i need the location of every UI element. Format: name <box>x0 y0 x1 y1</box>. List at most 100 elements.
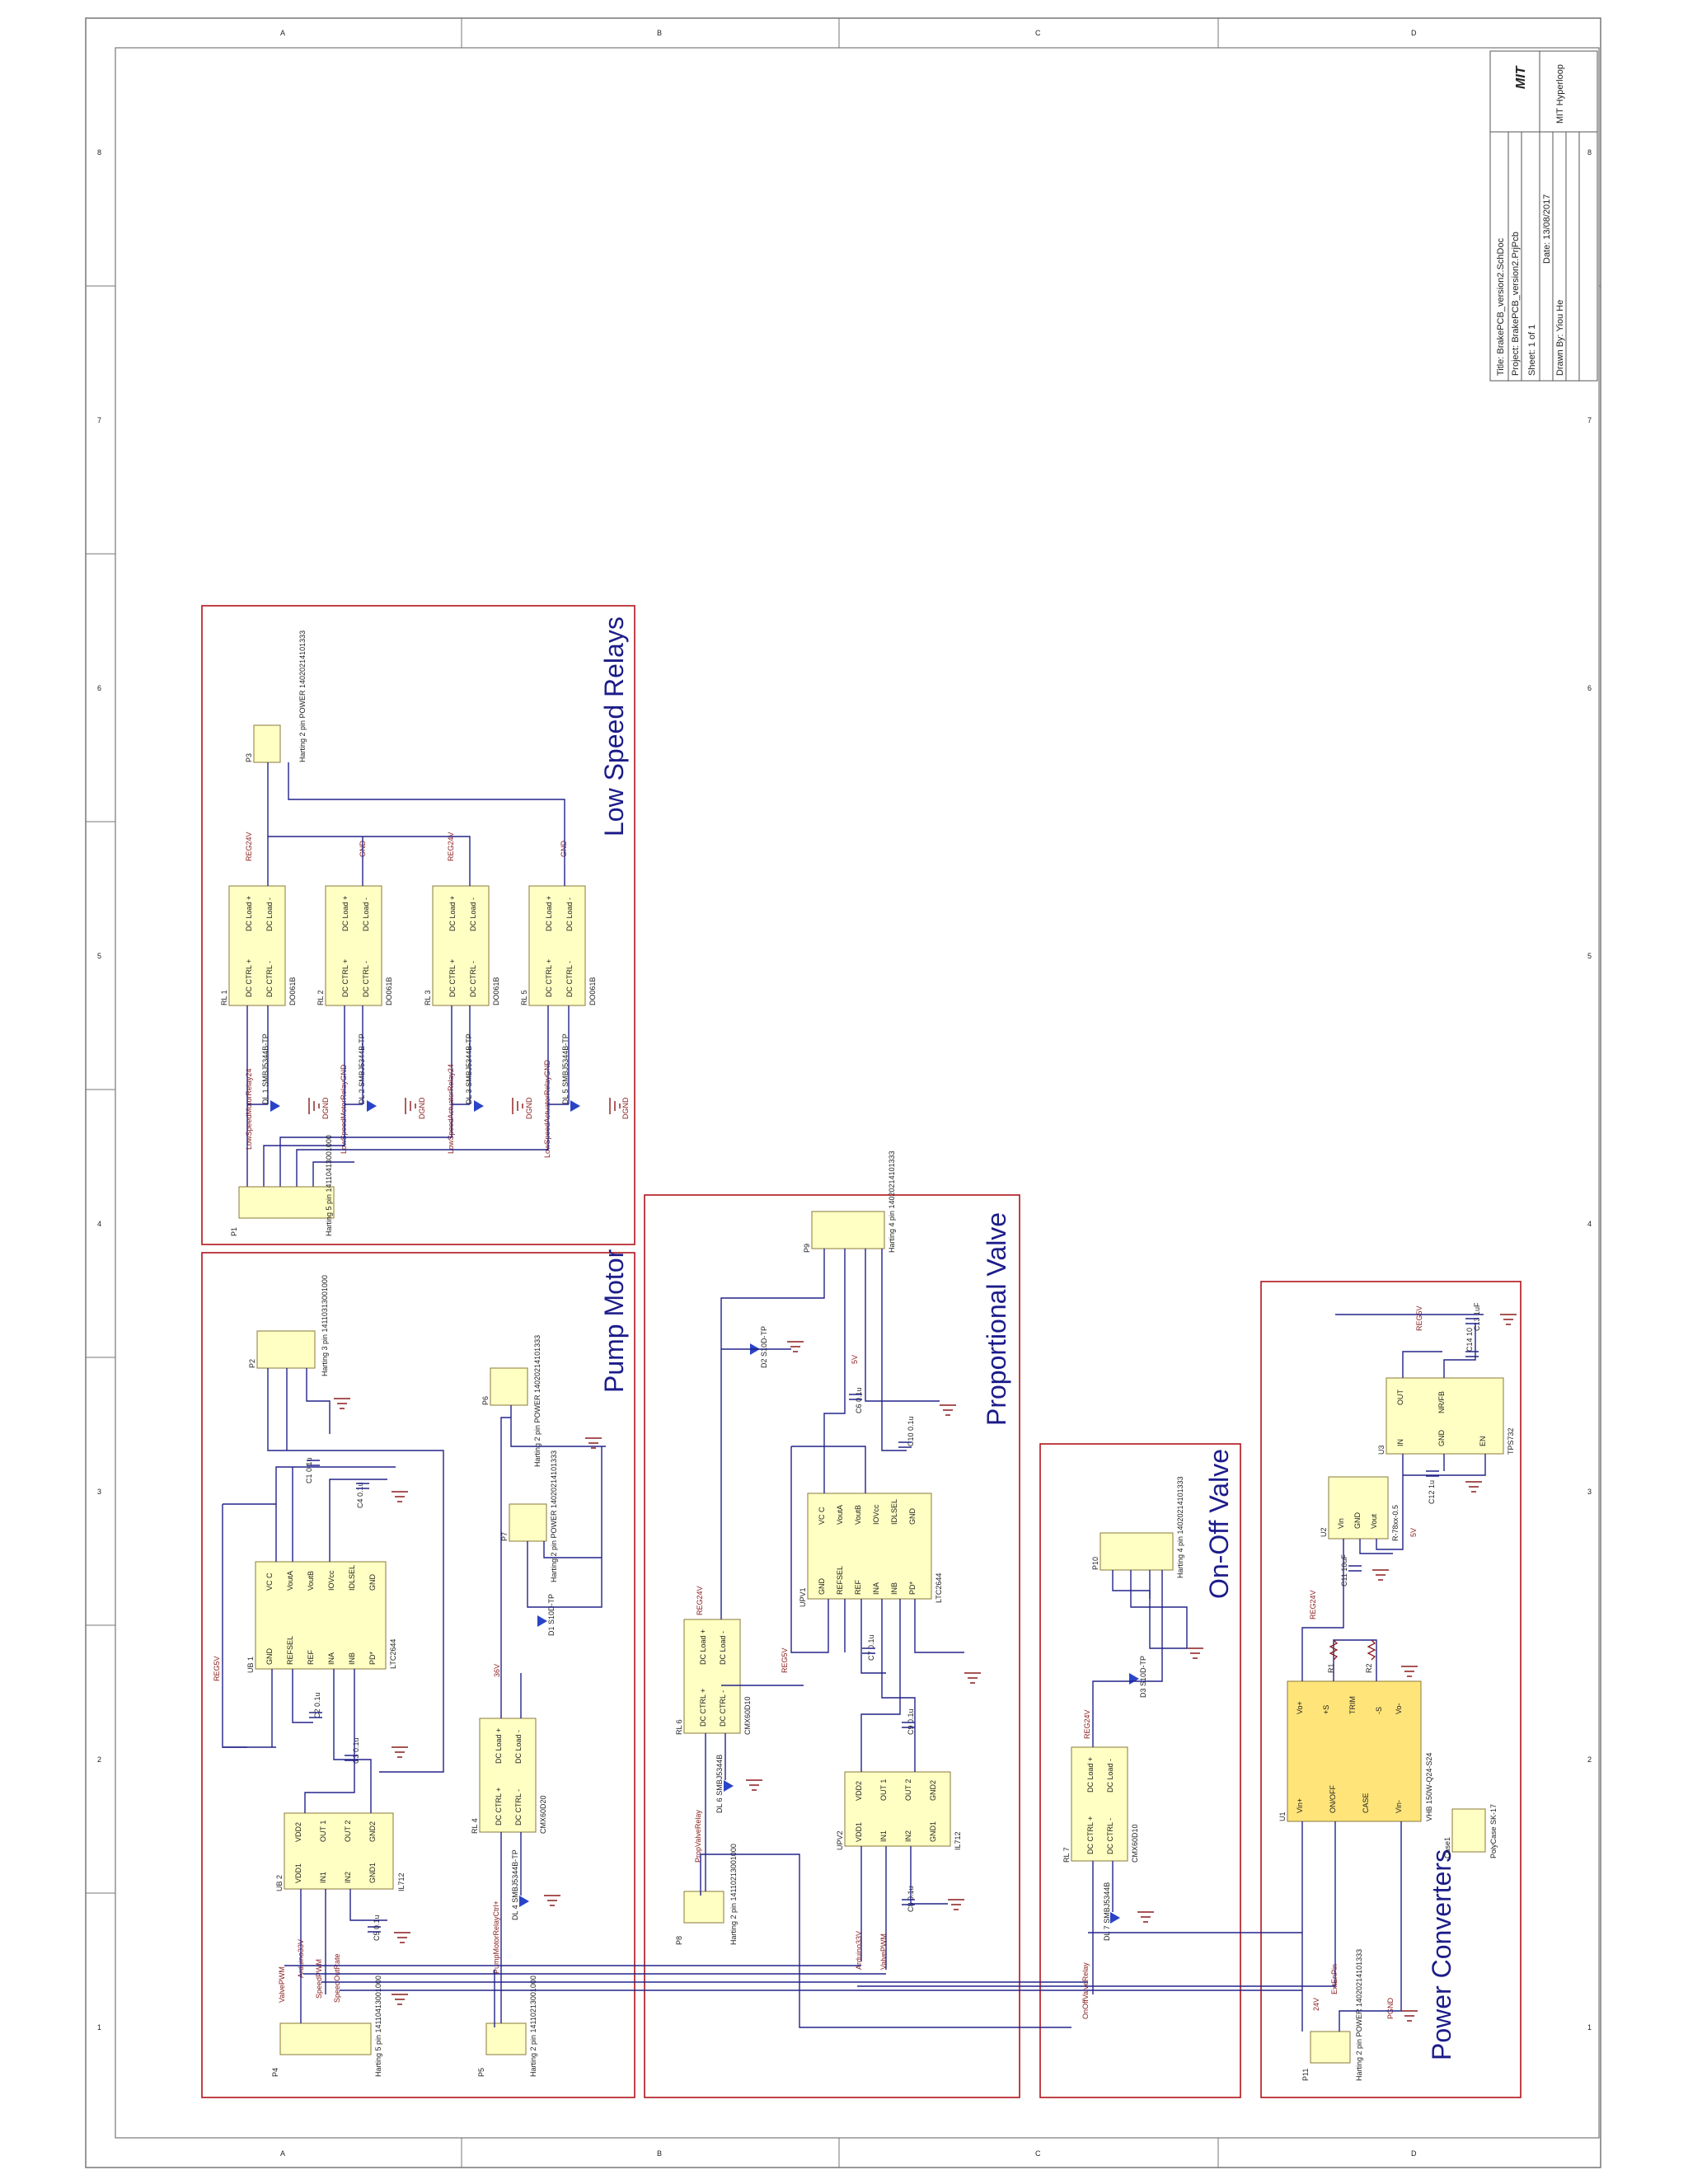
title-block-date: Date: 13/08/2017 <box>1542 194 1552 264</box>
ub2-pin-r1: OUT 1 <box>319 1821 327 1842</box>
rl3-pin-in2: DC CTRL - <box>469 961 477 997</box>
power-resistors <box>1329 1639 1376 1661</box>
ub2-part: IL712 <box>397 1872 406 1891</box>
prop-grounds <box>746 1341 981 1910</box>
c12-label: C12 1u <box>1428 1480 1436 1504</box>
d1-ref: D1 S10D-TP <box>547 1594 556 1636</box>
rl3-pin-in1: DC CTRL + <box>448 959 457 997</box>
c5-label: C5 0.1u <box>373 1915 381 1941</box>
relay-rl5: RL 5 DO061B DC CTRL + DC CTRL - DC Load … <box>520 841 597 1159</box>
ub1-pin-r4: IDLSEL <box>348 1565 356 1591</box>
power-net-extenpin: ExtEnPin <box>1330 1964 1339 1994</box>
power-grounds <box>1372 1314 1517 2022</box>
ub1-pin-l5: PD* <box>368 1651 377 1665</box>
upv2-pin-r0: VDD2 <box>855 1781 863 1801</box>
ub1-chip <box>255 1561 387 1670</box>
section-pump-motor <box>201 1252 635 2098</box>
upv1-pin-r2: VoutB <box>854 1505 862 1525</box>
ub2-pin-r2: OUT 2 <box>344 1821 352 1842</box>
c1-label: C1 0.1u <box>305 1457 313 1483</box>
rl2-pin-out1: DC Load + <box>341 896 349 931</box>
rl1-body <box>228 885 286 1006</box>
pump-net-36v: 36V <box>493 1664 501 1677</box>
pump-motor: P2 Harting 3 pin 14110313001000 P6 Harti… <box>213 1275 606 2077</box>
case1-desc: PolyCase SK-17 <box>1489 1804 1498 1858</box>
u1-pin-r4: Vo- <box>1395 1703 1403 1714</box>
prop-net-reg24v: REG24V <box>696 1586 704 1615</box>
dl4-ref: DL 4 SMBJ5344B-TP <box>511 1849 519 1920</box>
proportional-valve: P9 Harting 4 pin 14020214101333 UPV1 LTC… <box>675 1151 1071 2028</box>
rl1-ref: RL 1 <box>220 990 228 1005</box>
prop-net-reg5v: REG5V <box>781 1647 789 1673</box>
p7-ref: P7 <box>500 1532 509 1541</box>
upv2-pin-r2: OUT 2 <box>904 1779 912 1801</box>
ub2-ref: UB 2 <box>275 1875 284 1891</box>
p9-desc: Harting 4 pin 14020214101333 <box>888 1151 896 1253</box>
p6-ref: P6 <box>481 1396 490 1405</box>
rl7-pin-in2: DC CTRL - <box>1106 1818 1114 1854</box>
section-power-converters <box>1260 1281 1522 2098</box>
title-block-title: Title: BrakePCB_version2.SchDoc <box>1496 237 1506 376</box>
zone-row-6: 6 <box>97 684 101 692</box>
p11-desc: Harting 2 pin POWER 14020214101333 <box>1355 1949 1363 2081</box>
rl2-ref: RL 2 <box>316 990 325 1005</box>
dl3-diode-icon <box>474 1100 484 1112</box>
rl1-pin-out2: DC Load - <box>265 898 274 931</box>
tvs-diodes-relays <box>270 1100 580 1112</box>
pump-net-valvepwm: ValvePWM <box>278 1966 286 2003</box>
p3-desc: Harting 2 pin POWER 14020214101333 <box>298 630 307 762</box>
zone-col-labels: A B C D A B C D <box>280 29 1417 2158</box>
ub2-pin-l0: VDD1 <box>294 1863 302 1883</box>
mit-logo: MIT <box>1514 65 1528 89</box>
u1-ref: U1 <box>1278 1811 1287 1821</box>
rl2-pin-out2: DC Load - <box>362 898 370 931</box>
rl1-pin-in2: DC CTRL - <box>265 961 274 997</box>
upv2-chip <box>844 1771 951 1847</box>
rl4-net: PumpMotorRelayCtrl+ <box>492 1900 500 1974</box>
rl6-pin-out1: DC Load + <box>699 1629 707 1665</box>
upv1-pin-l1: REFSEL <box>836 1566 844 1595</box>
upv2-pin-r3: GND2 <box>929 1780 937 1801</box>
zone-row-7-right: 7 <box>1587 416 1592 424</box>
upv1-pin-l4: INB <box>890 1582 898 1595</box>
upv1-pin-l5: PD* <box>908 1581 917 1595</box>
p7-desc: Harting 2 pin POWER 14020214101333 <box>550 1451 558 1582</box>
rl6-pin-out2: DC Load - <box>719 1631 727 1665</box>
u3-part: TPS732 <box>1507 1427 1515 1455</box>
rl4-pin-in2: DC CTRL - <box>514 1789 523 1825</box>
ub1-pin-r1: VoutA <box>286 1571 294 1591</box>
on-off-valve: P10 Harting 4 pin 14020214101333 RL 7 CM… <box>1062 1476 1203 2019</box>
p5-ref: P5 <box>477 2068 485 2077</box>
power-net-reg24v: REG24V <box>1309 1590 1317 1619</box>
section-on-off-valve <box>1039 1443 1241 2098</box>
p2-ref: P2 <box>248 1359 256 1368</box>
prop-net-valvepwm: ValvePWM <box>879 1933 888 1970</box>
p5-connector <box>485 2022 527 2055</box>
p4-ref: P4 <box>271 2068 279 2077</box>
u3-chip <box>1386 1377 1504 1455</box>
ub2-pin-l3: GND1 <box>368 1863 377 1883</box>
c2-label: C2 0.1u <box>313 1692 321 1718</box>
c13-label: C13 1uF <box>1473 1302 1481 1331</box>
power-net-24v: 24V <box>1312 1998 1320 2011</box>
rl5-pin-in2: DC CTRL - <box>565 961 574 997</box>
ub1-pin-r5: GND <box>368 1574 377 1591</box>
rl7-pin-out2: DC Load - <box>1106 1759 1114 1793</box>
p3-ref: P3 <box>245 753 253 762</box>
rl3-pin-out1: DC Load + <box>448 896 457 931</box>
relay-rl1: RL 1 DO061B DC CTRL + DC CTRL - DC Load … <box>220 832 297 1150</box>
ub2-pin-l1: IN1 <box>319 1872 327 1883</box>
p9-connector <box>811 1211 885 1249</box>
dl2-ref: DL 2 SMBJ5344B-TP <box>358 1033 366 1104</box>
sheet-outer-border <box>85 17 1601 2168</box>
cross-section-buses <box>284 1965 1302 1991</box>
zone-dividers <box>86 18 1601 2168</box>
zone-row-8: 8 <box>97 148 101 157</box>
zone-row-4-right: 4 <box>1587 1220 1592 1228</box>
ub1-pin-r2: VoutB <box>307 1571 315 1591</box>
p11-connector <box>1310 2031 1351 2064</box>
p8-desc: Harting 2 pin 14110213001000 <box>729 1844 738 1945</box>
sheet-inner-border <box>115 47 1600 2139</box>
zone-row-6-right: 6 <box>1587 684 1592 692</box>
title-block-project: Project: BrakePCB_version2.PrjPcb <box>1511 232 1521 376</box>
